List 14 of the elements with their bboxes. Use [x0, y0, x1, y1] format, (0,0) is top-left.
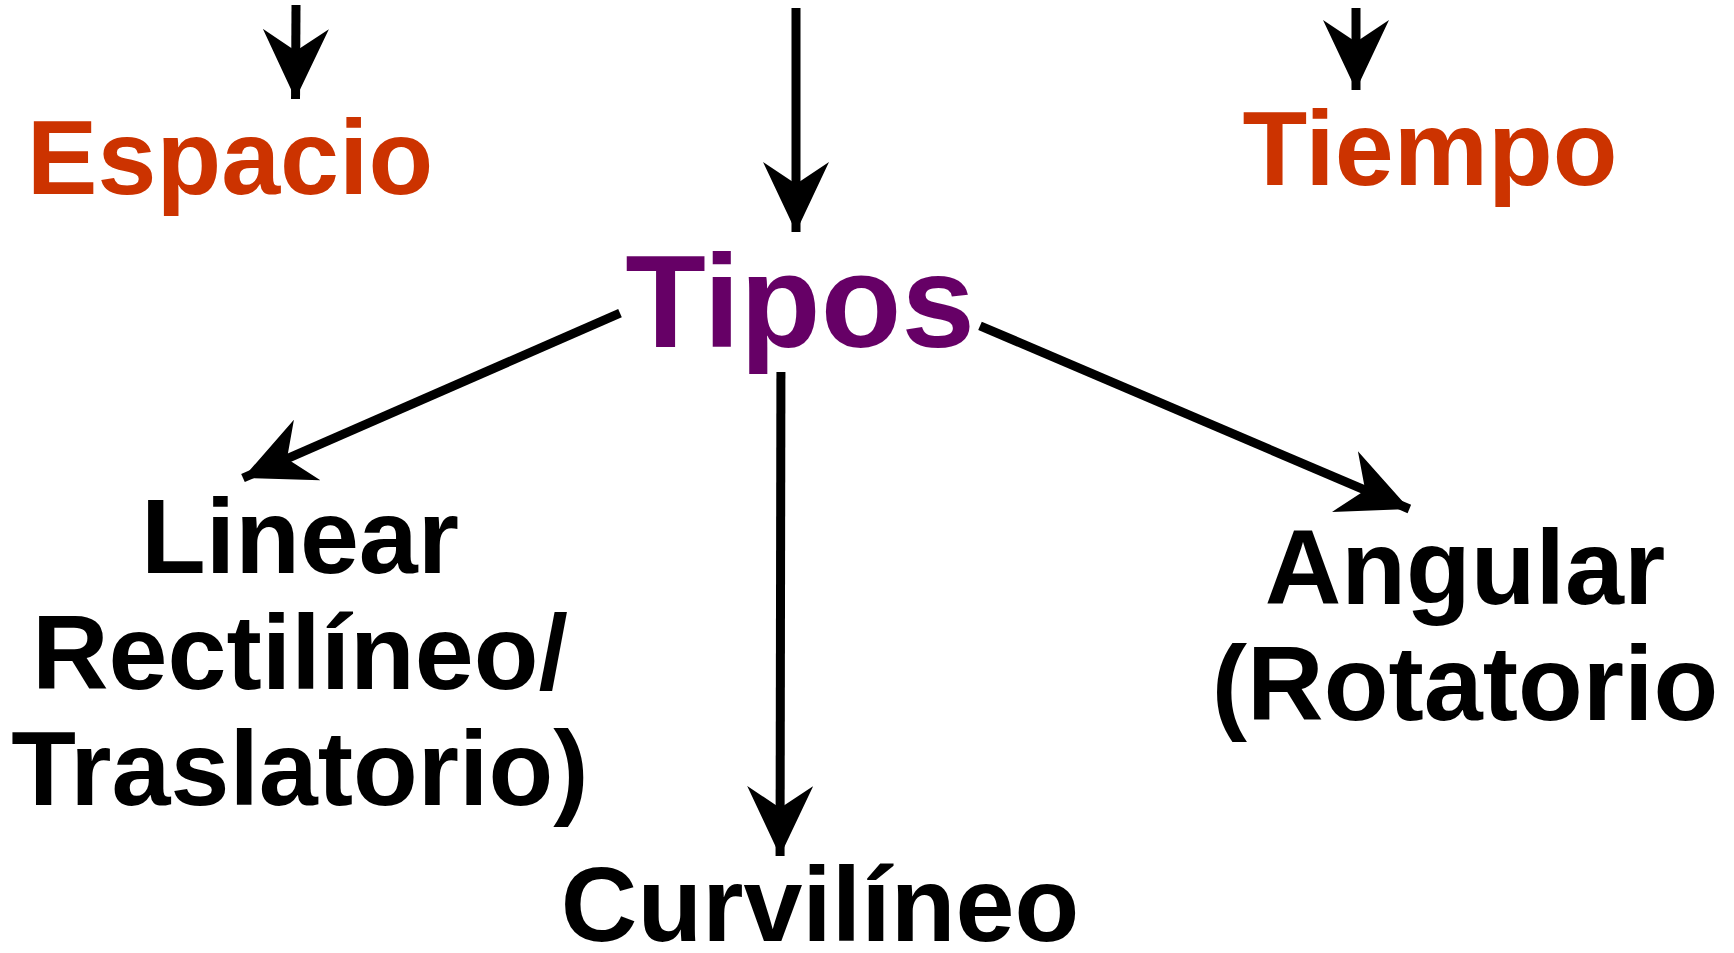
- category-label: Tiempo: [1242, 90, 1618, 206]
- category-label: Espacio: [26, 99, 434, 215]
- type-label: Linear: [140, 478, 460, 594]
- type-label: (Rotatorio: [1211, 625, 1719, 741]
- central-label: Tipos: [625, 232, 975, 372]
- arrow: [262, 5, 329, 100]
- type-label: Rectilíneo/ Traslatorio): [10, 594, 590, 826]
- arrow: [1323, 8, 1389, 90]
- type-label: Curvilíneo: [560, 856, 1080, 952]
- arrow: [747, 372, 814, 856]
- arrow: [763, 8, 830, 232]
- type-label: Angular: [1264, 509, 1666, 625]
- arrow: [978, 321, 1412, 514]
- arrow: [241, 309, 622, 483]
